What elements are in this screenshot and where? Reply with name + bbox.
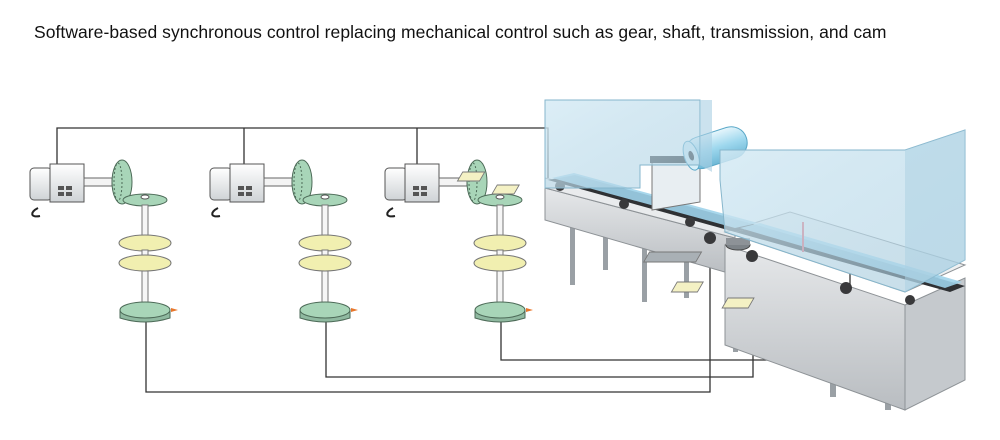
- cam-disc-icon: [118, 193, 178, 323]
- drive-gear-icon: [111, 159, 133, 205]
- packaging-machine-icon: [456, 99, 967, 411]
- servo-unit-2: [209, 159, 358, 323]
- servo-unit-1: [29, 159, 178, 323]
- diagram-title: Software-based synchronous control repla…: [34, 22, 887, 42]
- servo-unit-3: [384, 159, 533, 323]
- servo-motor-icon: [29, 163, 113, 218]
